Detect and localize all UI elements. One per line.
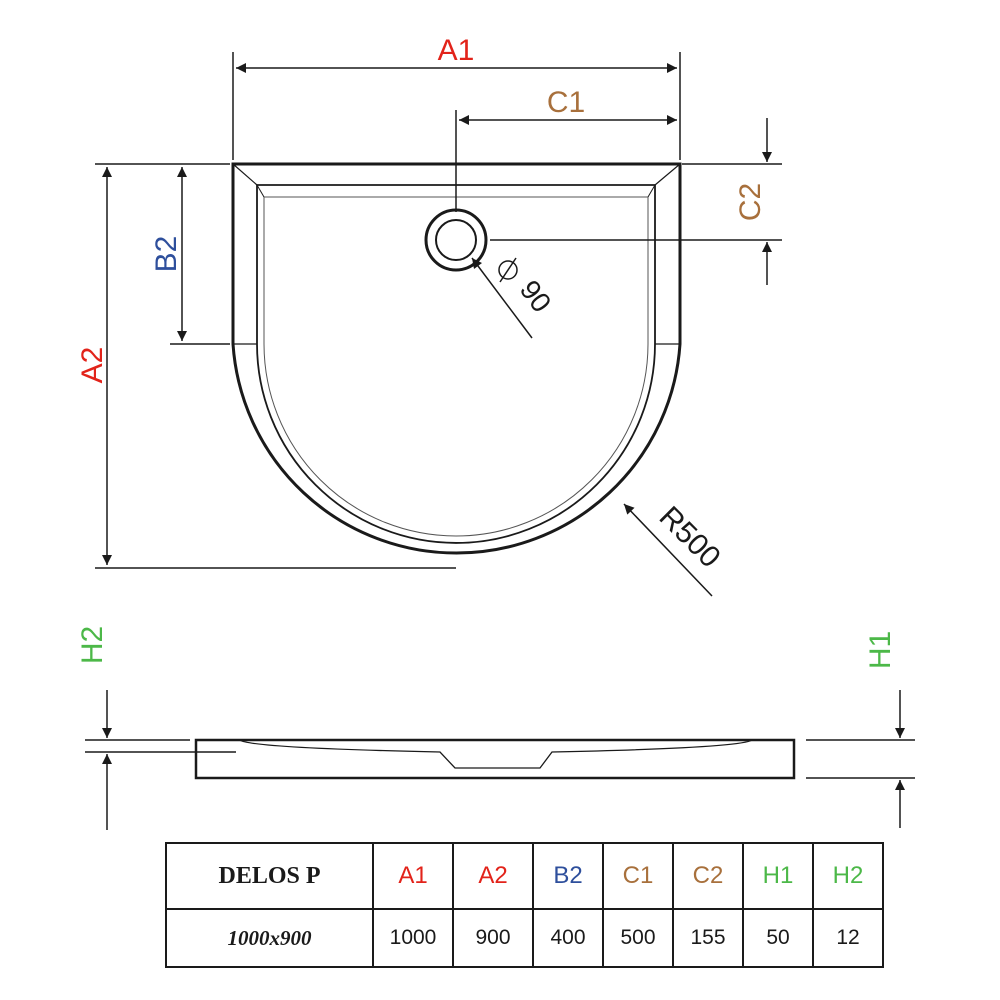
drain bbox=[424, 208, 488, 272]
spec-table-header-row: DELOS P A1 A2 B2 C1 C2 H1 H2 bbox=[165, 842, 884, 910]
label-c1: C1 bbox=[547, 86, 585, 119]
value-a1: 1000 bbox=[372, 908, 454, 968]
tray-side-outline bbox=[194, 738, 796, 780]
value-h2: 12 bbox=[812, 908, 884, 968]
tray-inner-lip bbox=[263, 196, 649, 537]
value-b2: 400 bbox=[532, 908, 604, 968]
dimension-b2 bbox=[170, 167, 230, 345]
label-b2: B2 bbox=[150, 236, 183, 273]
value-h1: 50 bbox=[742, 908, 814, 968]
col-header-a2: A2 bbox=[452, 842, 534, 910]
label-h1: H1 bbox=[864, 631, 897, 669]
tray-side-basin bbox=[239, 739, 753, 769]
dimension-h1 bbox=[806, 690, 915, 828]
tray-outer-outline bbox=[231, 162, 682, 555]
value-c2: 155 bbox=[672, 908, 744, 968]
label-drain-diameter: 90 bbox=[514, 275, 558, 319]
tray-inner-outline bbox=[256, 184, 656, 544]
dimension-c2 bbox=[490, 118, 782, 285]
label-a2: A2 bbox=[76, 347, 109, 384]
model-size: 1000x900 bbox=[165, 908, 374, 968]
col-header-h1: H1 bbox=[742, 842, 814, 910]
tray-side-view bbox=[194, 738, 796, 780]
col-header-c2: C2 bbox=[672, 842, 744, 910]
value-c1: 500 bbox=[602, 908, 674, 968]
value-a2: 900 bbox=[452, 908, 534, 968]
col-header-a1: A1 bbox=[372, 842, 454, 910]
spec-table-value-row: 1000x900 1000 900 400 500 155 50 12 bbox=[165, 908, 884, 968]
dimension-a2 bbox=[95, 163, 456, 569]
dimension-drain-diameter bbox=[471, 257, 533, 339]
col-header-c1: C1 bbox=[602, 842, 674, 910]
dimension-c1 bbox=[455, 110, 677, 212]
label-h2: H2 bbox=[76, 626, 109, 664]
col-header-h2: H2 bbox=[812, 842, 884, 910]
dimension-a1 bbox=[232, 52, 681, 160]
model-name: DELOS P bbox=[165, 842, 374, 910]
spec-table: DELOS P A1 A2 B2 C1 C2 H1 H2 1000x900 10… bbox=[165, 842, 884, 968]
dimension-h2 bbox=[85, 690, 236, 830]
dimension-radius bbox=[623, 503, 713, 597]
label-radius: R500 bbox=[653, 500, 727, 574]
col-header-b2: B2 bbox=[532, 842, 604, 910]
label-a1: A1 bbox=[438, 34, 475, 67]
tray-top-view bbox=[231, 162, 682, 555]
label-c2: C2 bbox=[734, 183, 767, 221]
